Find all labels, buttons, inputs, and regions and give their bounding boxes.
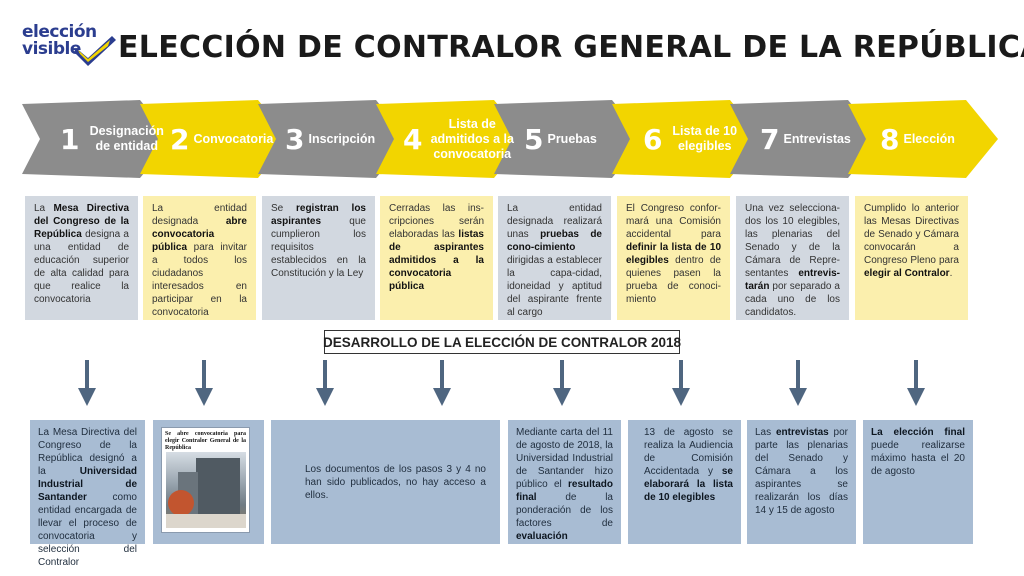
- development-step-2: Se abre convocatoria para elegir Contral…: [153, 420, 264, 544]
- down-arrow-icon: [553, 360, 571, 406]
- development-step-6: 13 de agosto se realiza la Audiencia de …: [628, 420, 741, 544]
- step-name: Entrevistas: [783, 131, 851, 146]
- step-name: Convocatoria: [193, 131, 274, 146]
- news-headline: Se abre convocatoria para elegir Contral…: [165, 431, 246, 451]
- logo-line-2: visible: [22, 39, 81, 59]
- down-arrow-icon: [78, 360, 96, 406]
- building-photo: [166, 452, 246, 528]
- eleccion-visible-logo: elección visible: [22, 24, 122, 72]
- step-name: Pruebas: [547, 131, 597, 146]
- step-number: 3: [285, 122, 305, 156]
- step-6-label: 6 Lista de 10 elegibles: [643, 104, 743, 174]
- step-number: 7: [760, 122, 780, 156]
- step-1-label: 1 Designación de entidad: [60, 104, 170, 174]
- development-section-title: DESARROLLO DE LA ELECCIÓN DE CONTRALOR 2…: [323, 330, 681, 354]
- development-step-7: Las entrevistas por parte las plenarias …: [747, 420, 856, 544]
- down-arrow-icon: [195, 360, 213, 406]
- development-steps-3-4: Los documentos de los pasos 3 y 4 no han…: [271, 420, 500, 544]
- step-name: Elección: [903, 131, 955, 146]
- step-number: 2: [170, 122, 190, 156]
- step-number: 4: [403, 122, 423, 156]
- step-number: 6: [643, 122, 663, 156]
- step-1-description: La Mesa Directiva del Congreso de la Rep…: [25, 196, 138, 320]
- step-4-description: Cerradas las ins-cripciones serán elabor…: [380, 196, 493, 320]
- step-name: Inscripción: [308, 131, 376, 146]
- development-step-1: La Mesa Directiva del Congreso de la Rep…: [30, 420, 145, 568]
- down-arrow-icon: [316, 360, 334, 406]
- development-step-5: Mediante carta del 11 de agosto de 2018,…: [508, 420, 621, 544]
- step-3-description: Se registran los aspirantes que cumplier…: [262, 196, 375, 320]
- step-6-description: El Congreso confor-mará una Comisión acc…: [617, 196, 730, 320]
- step-number: 1: [60, 122, 80, 156]
- step-name: Designación de entidad: [89, 124, 164, 153]
- checkmark-icon: [74, 36, 116, 66]
- step-8-description: Cumplido lo anterior las Mesas Directiva…: [855, 196, 968, 320]
- step-7-description: Una vez selecciona-dos los 10 elegibles,…: [736, 196, 849, 320]
- down-arrow-icon: [907, 360, 925, 406]
- news-clipping-image: Se abre convocatoria para elegir Contral…: [161, 427, 250, 533]
- step-name: Lista de 10 elegibles: [672, 124, 738, 153]
- step-number: 5: [524, 122, 544, 156]
- page-title: ELECCIÓN DE CONTRALOR GENERAL DE LA REPÚ…: [118, 30, 1024, 65]
- development-step-8: La elección final puede realizarse máxim…: [863, 420, 973, 544]
- down-arrow-icon: [672, 360, 690, 406]
- step-5-description: La entidad designada realizará unas prue…: [498, 196, 611, 320]
- step-number: 8: [880, 122, 900, 156]
- step-2-description: La entidad designada abre convocatoria p…: [143, 196, 256, 320]
- down-arrow-icon: [789, 360, 807, 406]
- step-name: Lista de admitidos a la convocatoria: [430, 116, 514, 161]
- logo-line-1: elección: [22, 22, 97, 42]
- down-arrow-icon: [433, 360, 451, 406]
